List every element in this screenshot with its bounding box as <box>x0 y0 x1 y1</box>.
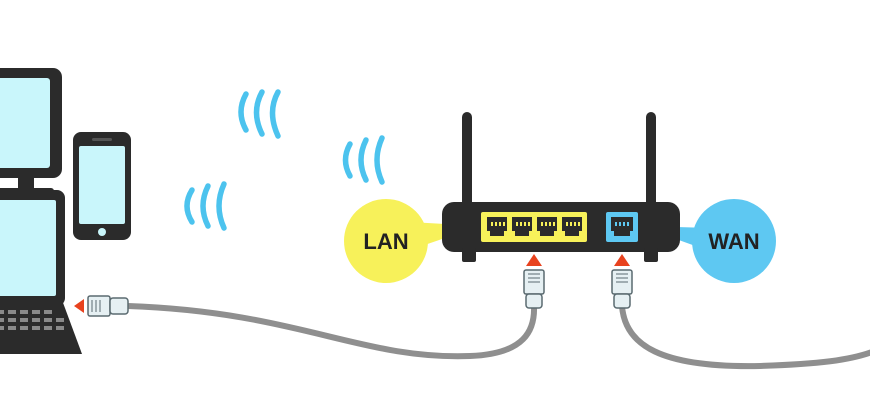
ethernet-plug-icon <box>74 295 129 317</box>
lan-cable <box>125 303 538 360</box>
keyboard-keys <box>0 310 64 330</box>
router-icon <box>442 112 680 262</box>
wifi-signal-icon <box>184 89 385 231</box>
router-antenna-right <box>646 112 656 210</box>
laptop-icon <box>0 190 82 354</box>
arrow-up <box>614 254 630 266</box>
arrow-left <box>74 299 84 313</box>
wan-cable <box>619 303 870 370</box>
desktop-monitor-icon <box>0 68 62 196</box>
ethernet-plug-icon <box>523 254 545 309</box>
wan-label: WAN <box>708 229 759 254</box>
ethernet-plug-icon <box>611 254 633 309</box>
lan-label: LAN <box>363 229 408 254</box>
lan-ports <box>481 212 587 242</box>
ethernet-cable-icon <box>125 303 870 370</box>
smartphone-icon <box>73 132 131 240</box>
router-antenna-left <box>462 112 472 210</box>
arrow-up <box>526 254 542 266</box>
wan-port <box>606 212 638 242</box>
